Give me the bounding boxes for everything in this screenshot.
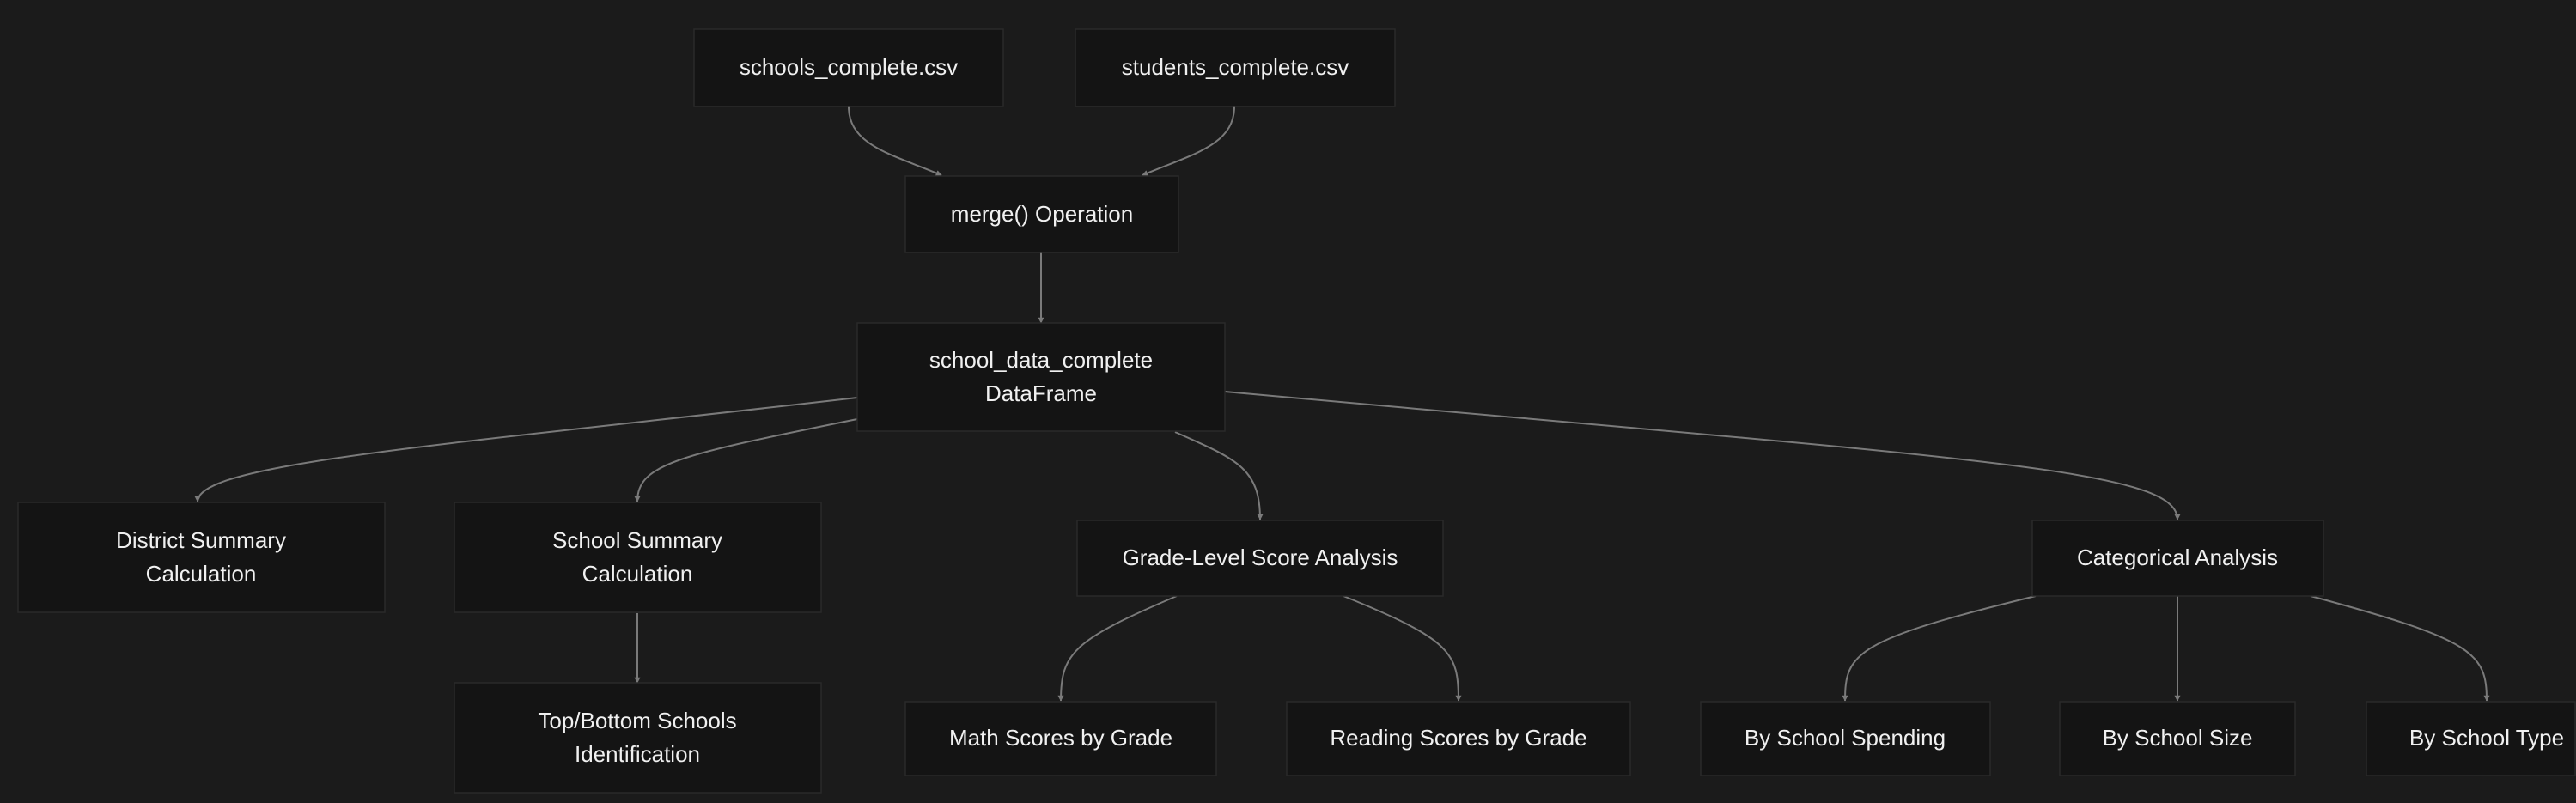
node-reading-scores-label: Reading Scores by Grade — [1330, 725, 1586, 751]
node-top-bottom-schools-label-line1: Top/Bottom Schools — [538, 708, 736, 733]
node-schools-csv[interactable]: schools_complete.csv — [693, 28, 1004, 107]
edge-dataframe-to-school-summary — [634, 418, 858, 502]
node-by-school-spending[interactable]: By School Spending — [1700, 701, 1991, 776]
node-reading-scores[interactable]: Reading Scores by Grade — [1286, 701, 1631, 776]
node-dataframe-label-line1: school_data_complete — [929, 347, 1153, 373]
node-students-csv-label: students_complete.csv — [1122, 54, 1349, 80]
node-by-school-spending-label: By School Spending — [1745, 725, 1946, 751]
node-grade-level-analysis-label: Grade-Level Score Analysis — [1123, 544, 1398, 570]
node-top-bottom-schools[interactable]: Top/Bottom Schools Identification — [454, 682, 822, 794]
node-categorical-analysis[interactable]: Categorical Analysis — [2031, 520, 2324, 597]
node-district-summary-label-line1: District Summary — [116, 527, 286, 553]
node-school-summary[interactable]: School Summary Calculation — [454, 502, 822, 613]
node-merge-operation-label: merge() Operation — [951, 201, 1133, 227]
node-district-summary[interactable]: District Summary Calculation — [17, 502, 386, 613]
edge-students-csv-to-merge — [1142, 106, 1235, 176]
node-math-scores[interactable]: Math Scores by Grade — [904, 701, 1217, 776]
node-by-school-type-label: By School Type — [2409, 725, 2564, 751]
node-dataframe-label-line2: DataFrame — [985, 380, 1097, 406]
edge-grade-level-to-reading — [1343, 595, 1462, 702]
node-by-school-size-label: By School Size — [2103, 725, 2253, 751]
node-students-csv[interactable]: students_complete.csv — [1075, 28, 1396, 107]
edge-categorical-to-type — [2310, 595, 2490, 702]
node-top-bottom-schools-label-line2: Identification — [575, 741, 700, 767]
node-district-summary-label-line2: Calculation — [146, 561, 257, 587]
edge-dataframe-to-categorical — [1224, 391, 2181, 520]
node-schools-csv-label: schools_complete.csv — [740, 54, 958, 80]
edge-schools-csv-to-merge — [848, 106, 942, 176]
node-dataframe[interactable]: school_data_complete DataFrame — [856, 322, 1226, 432]
node-by-school-size[interactable]: By School Size — [2059, 701, 2296, 776]
node-school-summary-label-line1: School Summary — [552, 527, 722, 553]
edge-grade-level-to-math — [1057, 595, 1178, 702]
node-school-summary-label-line2: Calculation — [582, 561, 693, 587]
edge-dataframe-to-district — [194, 397, 858, 502]
node-math-scores-label: Math Scores by Grade — [949, 725, 1172, 751]
node-by-school-type[interactable]: By School Type — [2366, 701, 2576, 776]
node-layer: schools_complete.csv students_complete.c… — [17, 28, 2576, 794]
edge-categorical-to-spending — [1842, 595, 2037, 702]
edge-dataframe-to-grade-level — [1174, 431, 1264, 520]
node-categorical-analysis-label: Categorical Analysis — [2077, 544, 2278, 570]
node-grade-level-analysis[interactable]: Grade-Level Score Analysis — [1076, 520, 1444, 597]
edge-layer — [194, 106, 2490, 702]
node-merge-operation[interactable]: merge() Operation — [904, 175, 1179, 253]
